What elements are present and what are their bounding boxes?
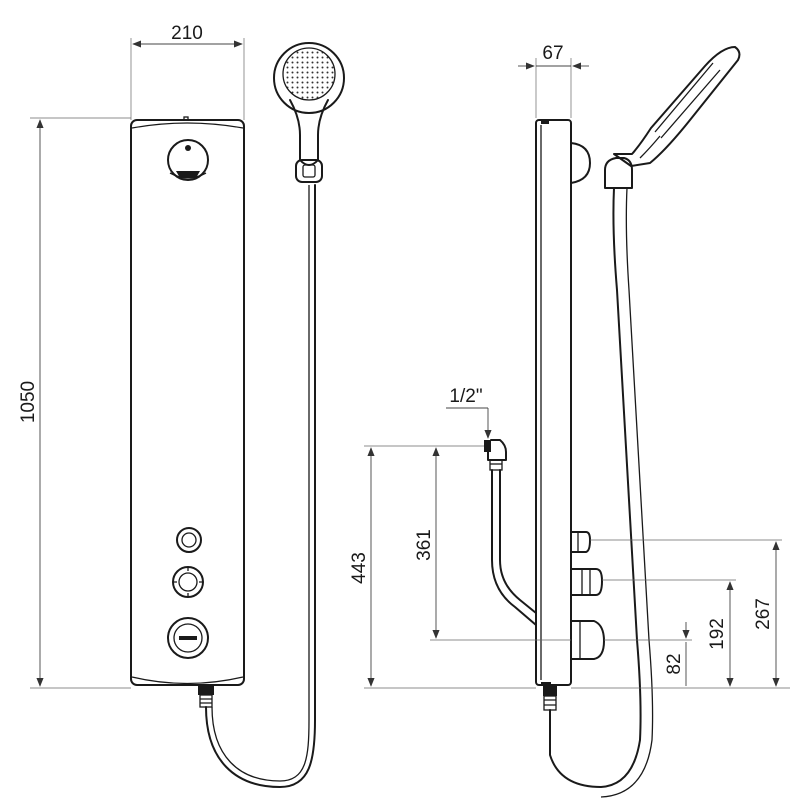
temperature-knob: [172, 566, 204, 598]
dimension-height: 1050: [18, 117, 131, 689]
outlet-267-label: 267: [753, 598, 774, 630]
dimension-outlet-267: 267: [590, 539, 782, 687]
dimension-width: 210: [130, 23, 245, 120]
front-view: [130, 42, 345, 788]
hose-height-label: 361: [414, 529, 435, 561]
outlet-192-label: 192: [707, 618, 728, 650]
front-hand-shower: [273, 42, 345, 183]
side-push-button: [570, 531, 591, 553]
side-temperature-knob: [570, 568, 603, 596]
flow-button: [167, 617, 209, 659]
side-shower-nozzle: [570, 142, 591, 184]
dimension-depth: 67: [518, 43, 589, 118]
front-hose-connector: [198, 685, 214, 708]
panel-shower-nozzle: [167, 139, 209, 181]
push-button: [176, 527, 202, 553]
dimension-hose-height: 361: [414, 447, 571, 641]
side-view: [484, 46, 741, 798]
dimension-inlet-height: 443: [349, 445, 536, 689]
inlet-size-label: 1/2": [449, 386, 482, 407]
width-label: 210: [171, 23, 203, 44]
side-hose-connector: [543, 686, 557, 711]
depth-label: 67: [542, 43, 563, 64]
dimension-inlet-size: 1/2": [446, 386, 492, 439]
dimension-outlet-82: 82: [571, 622, 790, 689]
front-shower-hose: [205, 184, 316, 788]
side-hand-shower: [613, 46, 741, 167]
height-label: 1050: [18, 381, 39, 423]
slide-bar: [549, 187, 642, 788]
supply-inlet: [484, 439, 537, 626]
front-panel: [130, 119, 245, 686]
inlet-height-label: 443: [349, 552, 370, 584]
outlet-82-label: 82: [664, 653, 685, 674]
dimension-outlet-192: 192: [602, 579, 736, 687]
side-panel: [535, 119, 572, 686]
side-flow-button: [570, 620, 605, 660]
